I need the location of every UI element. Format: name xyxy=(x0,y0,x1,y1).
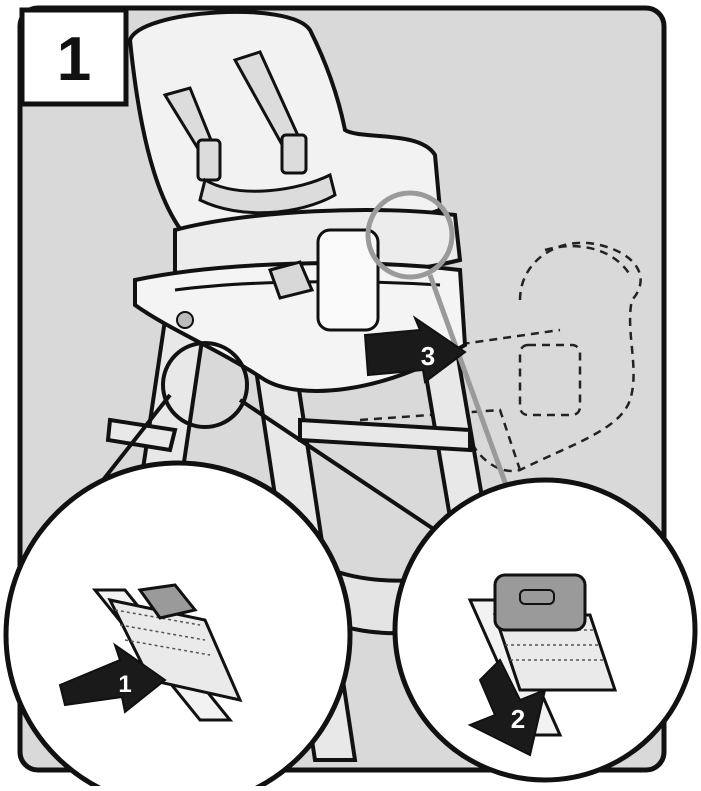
release-button-right xyxy=(493,573,587,632)
step-number: 1 xyxy=(57,25,91,94)
inset-right: 2 xyxy=(392,477,698,783)
callout-line-right xyxy=(427,274,518,511)
release-highlight-circle xyxy=(365,190,455,280)
latch-highlight-circle xyxy=(161,341,249,429)
step-badge: 1 xyxy=(19,7,129,107)
latch-button-left xyxy=(137,583,198,620)
arrow-3-label: 3 xyxy=(421,341,435,371)
inset-left: 1 xyxy=(3,460,353,791)
arrow-1-label: 1 xyxy=(118,671,131,698)
crotch-buckle xyxy=(268,260,315,300)
harness-straps xyxy=(162,50,337,215)
tray-knob xyxy=(176,311,194,329)
arrow-1 xyxy=(58,642,167,714)
callout-line-left xyxy=(238,398,452,542)
arrow-3: 3 xyxy=(363,315,467,384)
arrow-2-label: 2 xyxy=(511,704,525,734)
cup-holder xyxy=(316,228,380,332)
arrow-2 xyxy=(467,658,547,757)
